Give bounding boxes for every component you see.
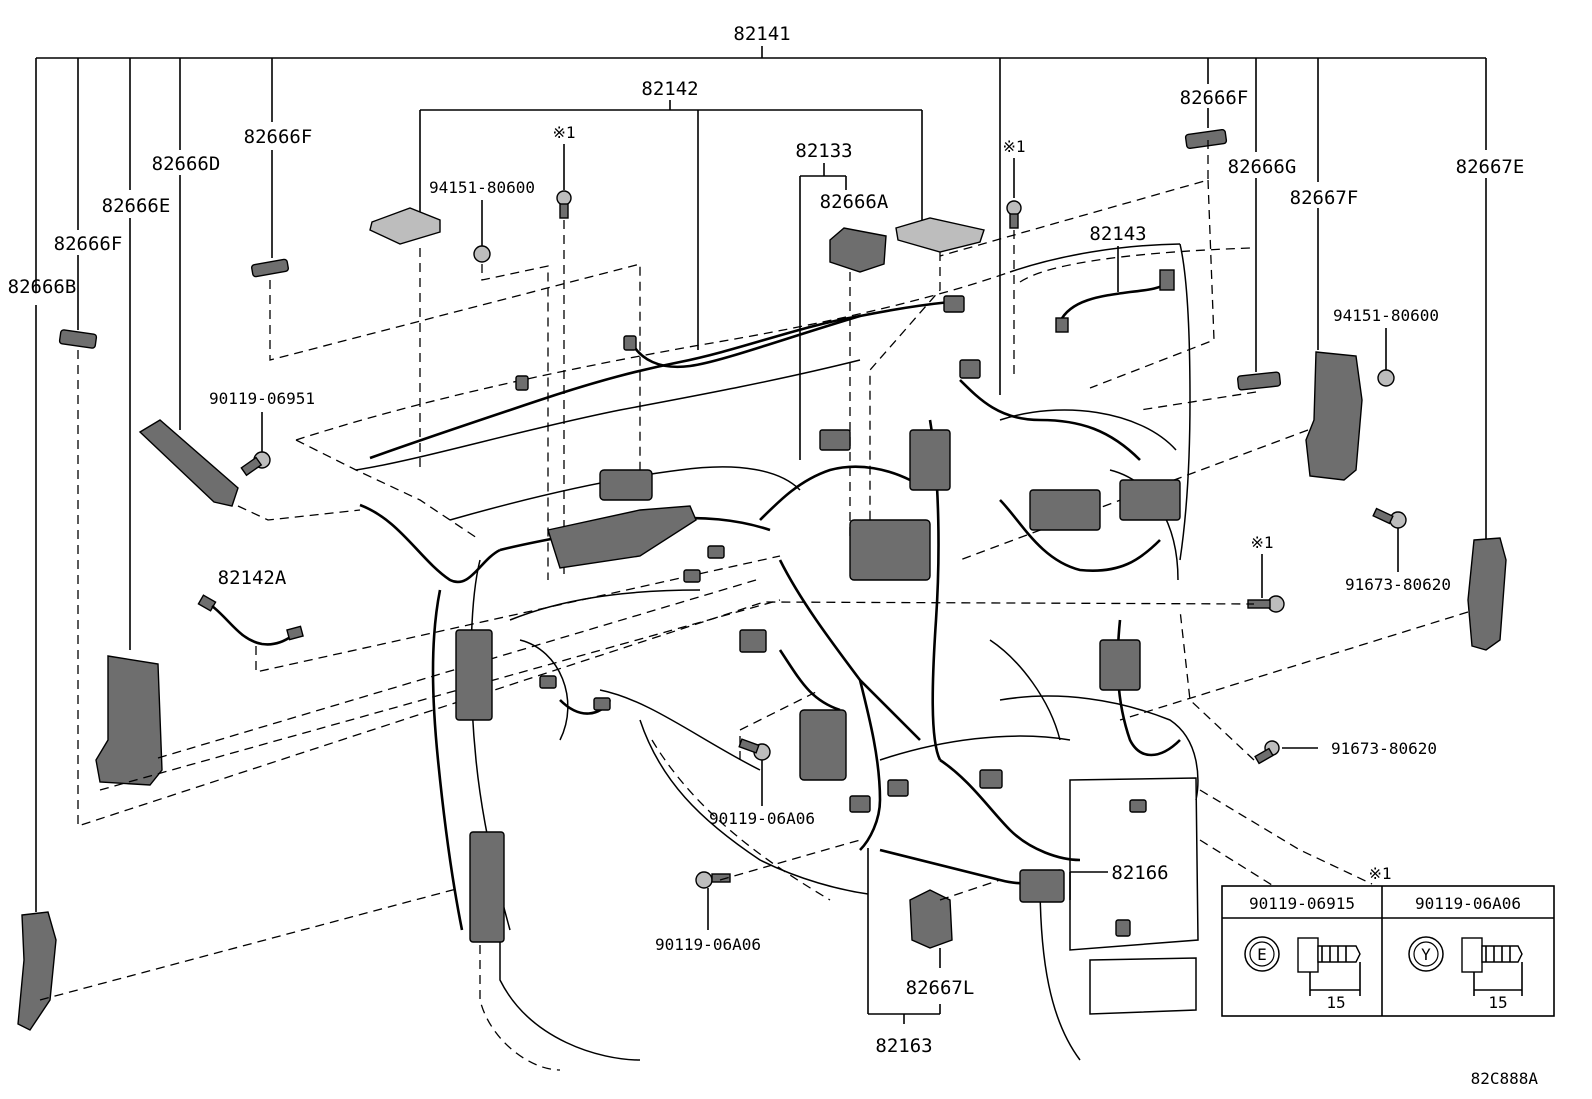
label-82142: 82142 bbox=[641, 78, 698, 100]
bracket-82133: 82133 bbox=[795, 140, 853, 460]
label-90119-06A06-mid: 90119-06A06 bbox=[709, 809, 815, 828]
bolt-legend-table: 90119-06915 90119-06A06 E 15 Y bbox=[1221, 885, 1555, 1017]
harness-wires bbox=[359, 300, 1181, 931]
legend-mark-e: E bbox=[1257, 945, 1267, 964]
label-82666E: 82666E bbox=[102, 195, 171, 217]
label-82666G: 82666G bbox=[1228, 156, 1297, 178]
ref-mark-2: ※1 bbox=[1002, 137, 1025, 156]
label-82666F-left: 82666F bbox=[244, 126, 313, 148]
bracket-82163: 82163 bbox=[867, 848, 941, 1057]
bolt-ref-3 bbox=[1247, 595, 1285, 613]
label-82667L: 82667L bbox=[906, 977, 975, 999]
relay-82666A bbox=[829, 227, 887, 273]
bolt-ref-2 bbox=[1006, 200, 1022, 229]
bracket-82666D bbox=[138, 419, 239, 507]
legend-length-2: 15 bbox=[1488, 993, 1507, 1012]
screw-90119-06951: 90119-06951 bbox=[209, 389, 315, 477]
label-91673-80620-lower: 91673-80620 bbox=[1331, 739, 1437, 758]
label-82163: 82163 bbox=[875, 1035, 932, 1057]
plate-94151-right bbox=[895, 217, 985, 253]
bracket-82667F bbox=[1305, 351, 1363, 481]
label-82141: 82141 bbox=[733, 23, 790, 45]
connector-82667L bbox=[909, 889, 953, 949]
bolt-91673-upper bbox=[1372, 507, 1407, 529]
label-82666F-right: 82666F bbox=[1180, 87, 1249, 109]
harness-connectors bbox=[455, 295, 1181, 943]
plate-94151-left bbox=[369, 207, 441, 245]
ref-mark-3: ※1 bbox=[1250, 533, 1273, 552]
label-82667E: 82667E bbox=[1456, 156, 1525, 178]
label-82666F-far-left: 82666F bbox=[54, 233, 123, 255]
legend-part-2: 90119-06A06 bbox=[1415, 894, 1521, 913]
ref-mark-1: ※1 bbox=[552, 123, 575, 142]
label-82666D: 82666D bbox=[152, 153, 221, 175]
bracket-82142: 82142 bbox=[419, 78, 923, 350]
bolt-91673-lower bbox=[1254, 740, 1280, 765]
wire-82143 bbox=[1055, 269, 1175, 333]
legend-part-1: 90119-06915 bbox=[1249, 894, 1355, 913]
label-90119-06A06-low: 90119-06A06 bbox=[655, 935, 761, 954]
dashboard-body bbox=[295, 243, 1373, 1071]
ref-mark-4: ※1 bbox=[1368, 864, 1391, 883]
bolt-90119-06A06-mid bbox=[738, 738, 771, 761]
label-82166: 82166 bbox=[1111, 862, 1168, 884]
label-82143: 82143 bbox=[1089, 223, 1146, 245]
nut-94151-top bbox=[473, 245, 491, 263]
label-82667F: 82667F bbox=[1290, 187, 1359, 209]
legend-mark-y: Y bbox=[1421, 945, 1431, 964]
label-82133: 82133 bbox=[795, 140, 852, 162]
bracket-82141: 82141 bbox=[35, 23, 1487, 912]
bracket-82667E bbox=[1467, 537, 1507, 651]
bolt-ref-1 bbox=[556, 190, 572, 219]
label-82666B: 82666B bbox=[8, 276, 77, 298]
nut-94151-right bbox=[1377, 369, 1395, 387]
bracket-82666E bbox=[95, 655, 163, 786]
clip-82666F-right bbox=[1184, 128, 1228, 150]
bolt-90119-06A06-low bbox=[695, 871, 731, 889]
label-91673-80620-upper: 91673-80620 bbox=[1345, 575, 1451, 594]
legend-length-1: 15 bbox=[1326, 993, 1345, 1012]
label-90119-06951: 90119-06951 bbox=[209, 389, 315, 408]
bracket-82666B-lower bbox=[17, 911, 57, 1031]
label-82666A: 82666A bbox=[820, 191, 889, 213]
label-82142A: 82142A bbox=[218, 567, 287, 589]
label-94151-80600-top: 94151-80600 bbox=[429, 178, 535, 197]
label-94151-80600-right: 94151-80600 bbox=[1333, 306, 1439, 325]
wire-82142A: 82142A bbox=[197, 567, 304, 646]
legend-bolt-e-icon: E 15 bbox=[1244, 936, 1361, 1012]
clip-82666F-left bbox=[251, 258, 289, 278]
diagram-code: 82C888A bbox=[1471, 1069, 1539, 1088]
clip-82666B bbox=[58, 329, 98, 349]
clip-82666G bbox=[1236, 371, 1282, 391]
legend-bolt-y-icon: Y 15 bbox=[1408, 936, 1523, 1012]
